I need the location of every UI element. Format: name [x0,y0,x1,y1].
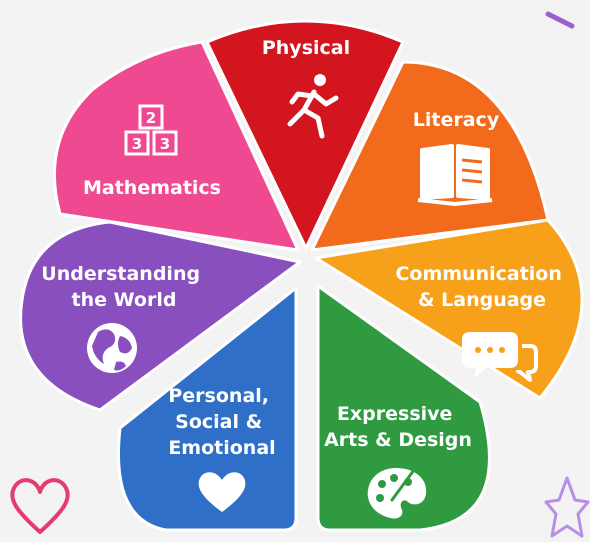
svg-text:3: 3 [132,135,142,153]
petal-label: Expressive Arts & Design [324,403,472,451]
heart-outline-icon [10,478,70,534]
petal-label: Physical [262,37,350,59]
svg-text:3: 3 [160,135,170,153]
petal-label: Mathematics [83,177,221,199]
petal-expressive-arts-design: Expressive Arts & Design [316,284,491,532]
petal-label: Literacy [413,109,500,131]
petal-personal-social-emotional: Personal, Social & Emotional [117,286,298,532]
speech-bubbles-icon [462,332,538,382]
heart-icon [198,472,246,512]
petal-mathematics: Mathematics 2 3 3 [53,40,300,252]
star-icon [544,476,590,538]
petal-shape [316,284,491,532]
globe-icon [87,323,137,373]
running-person-icon [287,74,339,139]
petal-communication-language: Communication & Language [314,218,584,400]
svg-text:2: 2 [146,109,156,127]
petal-physical: Physical [205,19,405,250]
petal-label: Understanding the World [41,263,206,311]
number-blocks-icon: 2 3 3 [124,104,178,156]
petal-label: Personal, Social & Emotional [168,385,275,459]
petal-understanding-the-world: Understanding the World [19,220,302,412]
paint-palette-icon [367,468,427,519]
petal-literacy: Literacy [310,60,550,252]
petal-shape [117,286,298,532]
open-book-icon [417,144,493,206]
decorative-dash [545,11,575,29]
petal-shape [205,19,405,250]
petal-label: Communication & Language [395,263,568,311]
petal-shape [19,220,302,412]
